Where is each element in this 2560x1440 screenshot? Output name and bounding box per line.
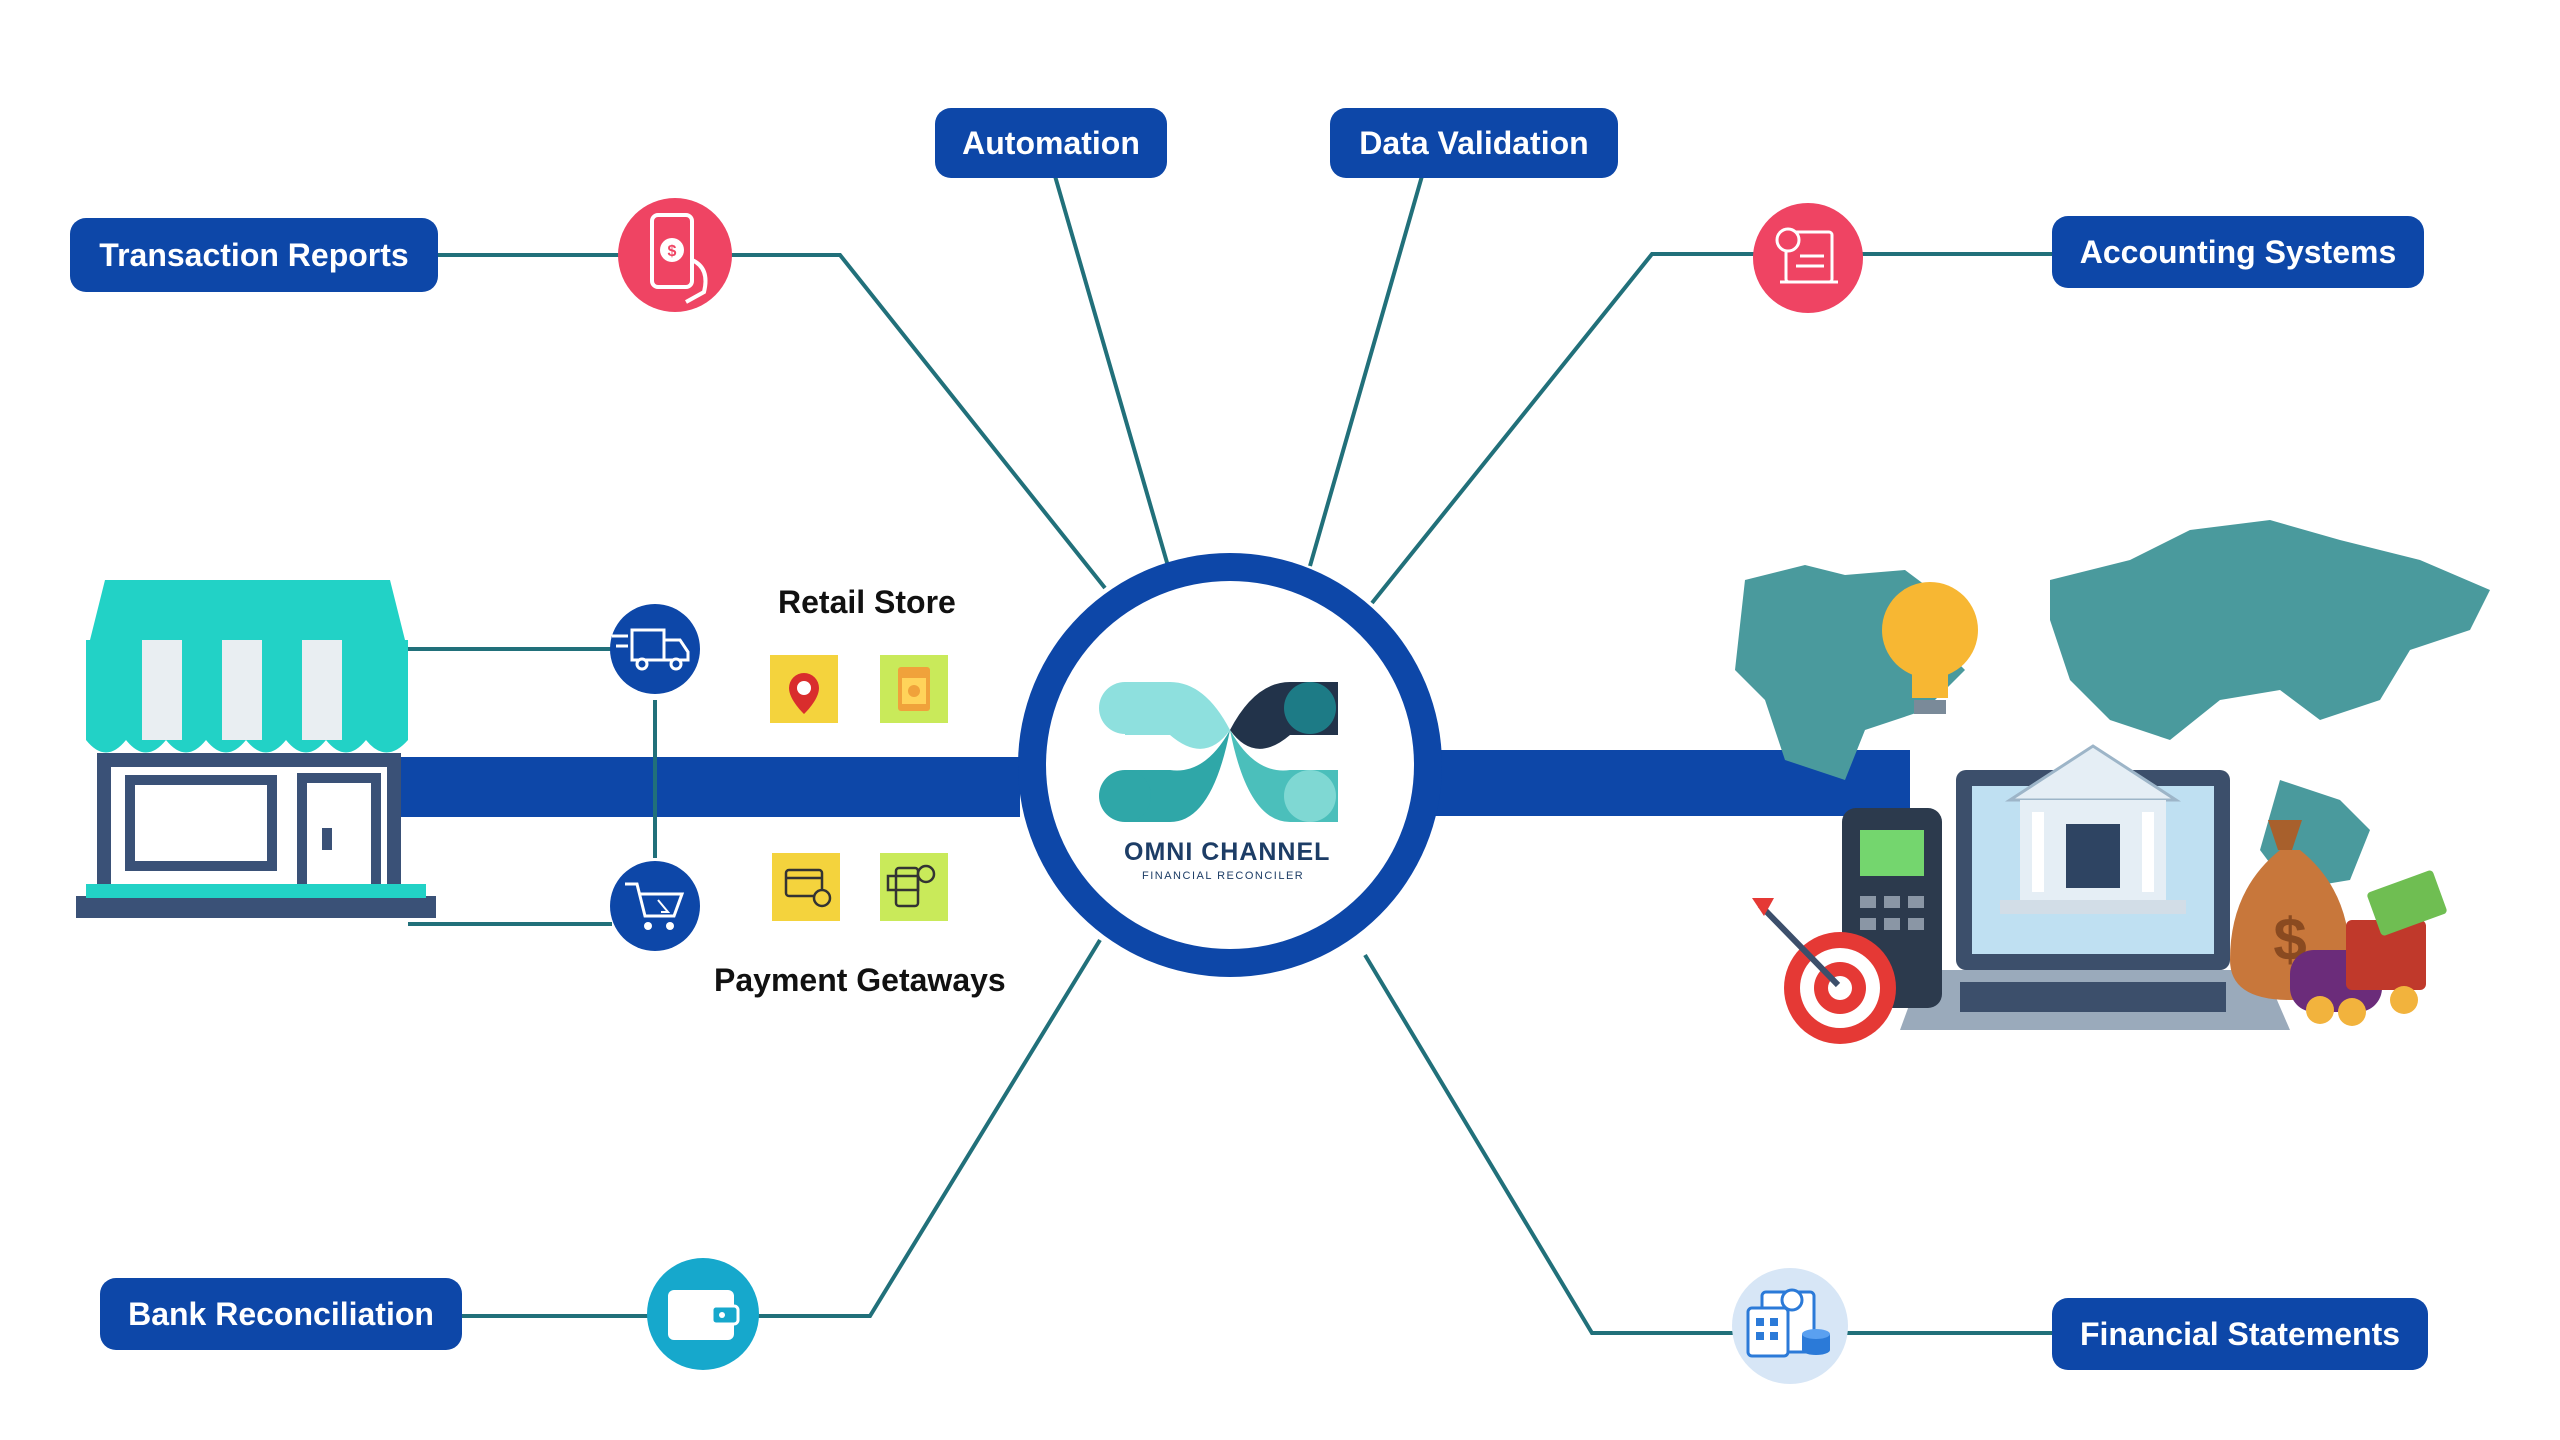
financial-statements-label: Financial Statements <box>2052 1298 2428 1370</box>
connector-automation <box>1053 175 1170 567</box>
wallet-icon <box>647 1258 759 1370</box>
connector-accounting-systems <box>1370 252 2055 605</box>
card-payment-icon <box>772 853 840 921</box>
invoice-report-icon <box>1753 203 1863 313</box>
connector-bank-reconciliation <box>460 938 1102 1318</box>
automation-label: Automation <box>935 108 1167 178</box>
delivery-truck-icon <box>610 604 700 694</box>
store-location-icon <box>770 655 838 723</box>
connector-data-validation <box>1308 175 1424 567</box>
hub-subtitle: FINANCIAL RECONCILER <box>1142 870 1305 882</box>
laptop-bank-icon <box>1900 744 2290 1030</box>
connector-financial-statements <box>1363 953 2060 1335</box>
bank-reconciliation-label: Bank Reconciliation <box>100 1278 462 1350</box>
hub-circle <box>1018 553 1442 977</box>
connector-transaction-reports <box>435 253 1107 590</box>
mobile-payment-check-icon <box>880 853 948 921</box>
wallet-cash-icon <box>2346 870 2447 1014</box>
target-icon <box>1752 898 1896 1044</box>
accounting-systems-label: Accounting Systems <box>2052 216 2424 288</box>
mobile-payment-icon: $ <box>618 198 732 312</box>
lightbulb-icon <box>1882 582 1978 714</box>
shopping-cart-icon <box>610 861 700 951</box>
retail-store-heading: Retail Store <box>778 584 956 620</box>
storefront-illustration <box>76 580 436 918</box>
online-shop-icon <box>880 655 948 723</box>
transaction-reports-label: Transaction Reports <box>70 218 438 292</box>
data-validation-label: Data Validation <box>1330 108 1618 178</box>
hub-title: OMNI CHANNEL <box>1124 838 1331 866</box>
svg-text:$: $ <box>668 243 677 260</box>
connector-lines <box>408 175 2060 1335</box>
finance-illustration: $ <box>1735 520 2490 1044</box>
hub-logo <box>1099 682 1338 822</box>
money-bag-icon: $ <box>2230 820 2350 1000</box>
payment-getaways-heading: Payment Getaways <box>714 962 1006 998</box>
financial-documents-icon <box>1732 1268 1848 1384</box>
